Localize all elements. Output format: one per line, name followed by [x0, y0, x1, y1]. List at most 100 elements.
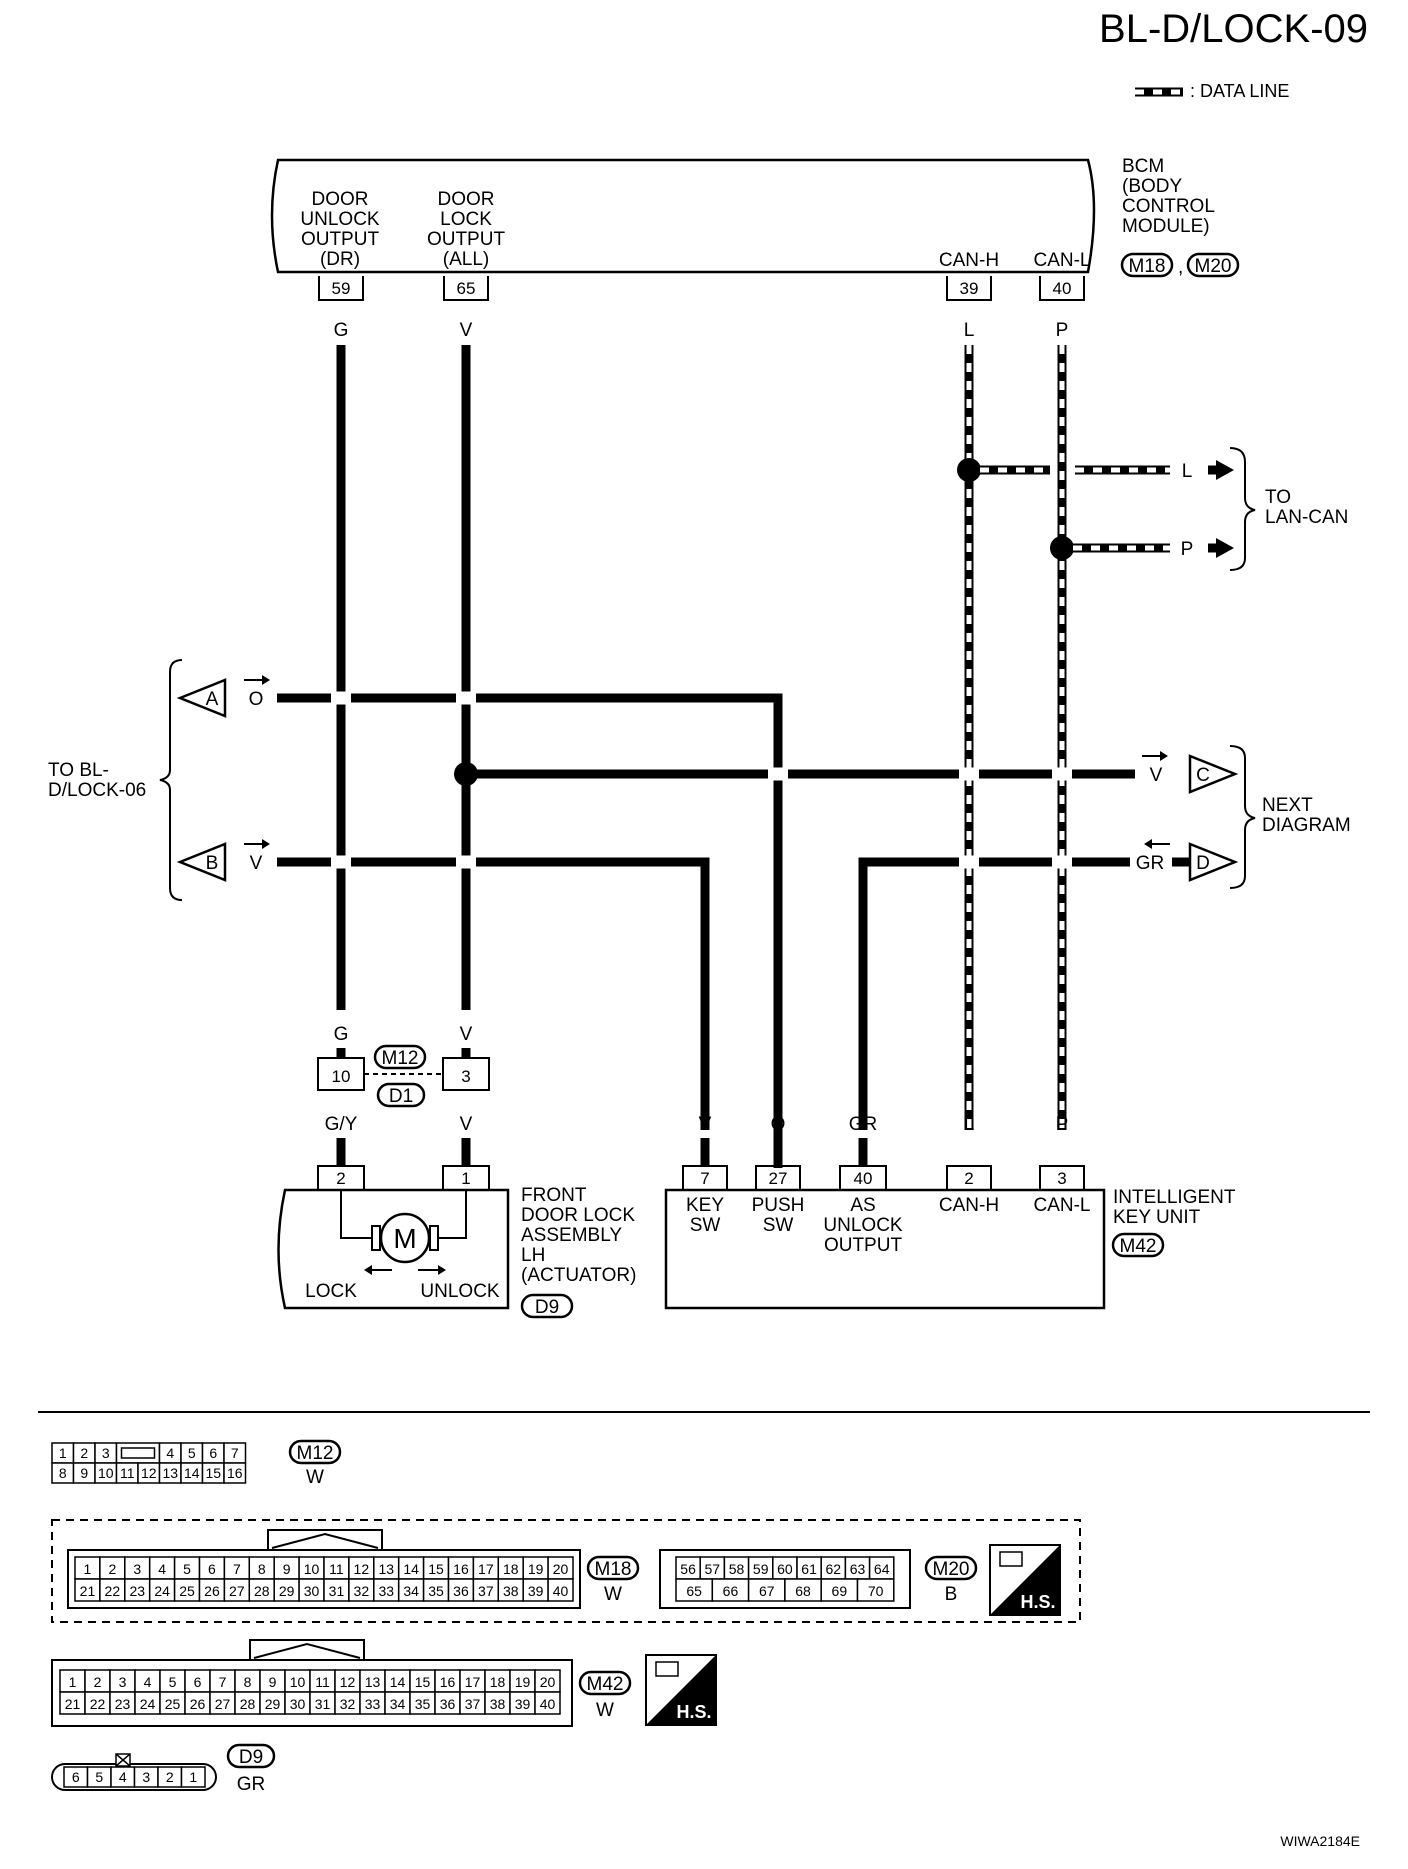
connector-cell: 3 [94, 1442, 118, 1464]
connector-cell: 38 [497, 1578, 524, 1602]
connector-cell-number: 10 [304, 1561, 320, 1577]
ref-wire: GR [1136, 853, 1165, 874]
connector-cell-number: 18 [503, 1561, 519, 1577]
connector-cell-number: 28 [240, 1696, 256, 1712]
connector-cell-number: 22 [90, 1696, 106, 1712]
connector-cell-number: 23 [115, 1696, 131, 1712]
connector-cell: 4 [110, 1766, 136, 1788]
connector-cell-number: 19 [528, 1561, 544, 1577]
connector-cell-number: 20 [540, 1674, 556, 1690]
name-line: FRONT [521, 1185, 587, 1206]
connector-cell-number: 11 [329, 1561, 344, 1577]
conn-view-m12-color: W [306, 1467, 324, 1488]
connector-cell-number: 16 [227, 1465, 243, 1481]
bcm-terminal-65-label: DOOR LOCK OUTPUT (ALL) [427, 189, 506, 270]
connector-cell: 32 [348, 1578, 375, 1602]
connector-cell-number: 29 [265, 1696, 281, 1712]
bcm-name-line: BCM [1122, 156, 1164, 177]
label-line: (DR) [320, 249, 360, 270]
m18-lock-tab [267, 1529, 383, 1550]
iku-terminal-2: L 2 CAN-H [939, 1114, 999, 1216]
connector-cell: 69 [820, 1578, 859, 1602]
connector-cell-number: 10 [98, 1465, 114, 1481]
connector-cell: 4 [148, 1556, 176, 1580]
wire-color-label: P [1056, 320, 1069, 341]
connector-cell: 31 [323, 1578, 350, 1602]
connector-cell-number: 14 [390, 1674, 406, 1690]
bcm-pin-40: 40 [1039, 276, 1085, 301]
connector-cell-number: 66 [723, 1583, 739, 1599]
connector-cell: 36 [434, 1691, 461, 1715]
bcm-terminal-59-label: DOOR UNLOCK OUTPUT (DR) [300, 189, 380, 270]
unlock-arrow-head [438, 1265, 446, 1275]
connector-cell-number: 23 [129, 1583, 145, 1599]
wire-color-label: G/Y [325, 1114, 358, 1135]
connector-cell-number: 26 [190, 1696, 206, 1712]
actuator-pin-2: 2 [317, 1165, 365, 1190]
connector-cell: 22 [99, 1578, 126, 1602]
label-line: SW [763, 1215, 794, 1236]
conn-view-m18-color: W [604, 1584, 622, 1605]
connector-cell: 5 [159, 1669, 186, 1693]
wire-gr-to-d [858, 855, 1130, 1130]
connector-cell-number: 34 [403, 1583, 419, 1599]
bcm-pin-59: 59 [318, 276, 364, 301]
bcm-pin-65: 65 [443, 276, 489, 301]
wire-v-to-c [454, 762, 1135, 786]
connector-cell [115, 1442, 161, 1464]
connector-cell-number: 5 [95, 1769, 103, 1785]
connector-cell-number: 6 [72, 1769, 80, 1785]
lan-can-wire-l: L [1182, 461, 1193, 482]
wire-color-label: V [460, 1024, 473, 1045]
motor-symbol: M [393, 1223, 416, 1254]
name-line: DOOR LOCK [521, 1205, 635, 1226]
iku-terminal-3: P 3 CAN-L [1033, 1114, 1090, 1216]
connector-cell-number: 21 [65, 1696, 81, 1712]
wire-o-to-a [277, 691, 783, 1168]
lock-arrow-head [364, 1265, 372, 1275]
connector-cell-number: 25 [179, 1583, 195, 1599]
connector-badge-m20-view [924, 1555, 978, 1581]
connector-cell: 26 [198, 1578, 226, 1602]
connector-cell-number: 17 [478, 1561, 494, 1577]
connector-cell: 18 [497, 1556, 524, 1580]
connector-cell-number: 39 [528, 1583, 544, 1599]
bcm-pin-39: 39 [946, 276, 992, 301]
ref-id: B [206, 853, 219, 874]
ref-id: D [1196, 853, 1210, 874]
joint-pin-10: 10 [317, 1057, 365, 1091]
name-line: ASSEMBLY [521, 1225, 622, 1246]
pin-number: 59 [332, 279, 351, 298]
connector-cell-number: 32 [354, 1583, 370, 1599]
actuator-pin-1: 1 [442, 1165, 490, 1190]
connector-cell: 28 [234, 1691, 261, 1715]
name-line: LH [521, 1245, 545, 1266]
connector-cell-number: 13 [162, 1465, 178, 1481]
connector-badge-d1 [376, 1082, 426, 1108]
connector-cell-number: 2 [166, 1769, 174, 1785]
connector-cell: 5 [86, 1766, 112, 1788]
connector-cell: 40 [534, 1691, 561, 1715]
connector-cell: 15 [409, 1669, 436, 1693]
connector-cell-number: 21 [80, 1583, 96, 1599]
connector-cell: 27 [209, 1691, 236, 1715]
connector-cell: 8 [234, 1669, 261, 1693]
connector-cell: 64 [868, 1556, 895, 1580]
connector-cell: 39 [522, 1578, 549, 1602]
joint-connector-m12: M12 [382, 1048, 419, 1069]
pin-number: 3 [1057, 1169, 1066, 1188]
connector-cell-number: 32 [340, 1696, 356, 1712]
bcm-connector-sep: , [1178, 257, 1183, 278]
connector-cell: 62 [820, 1556, 847, 1580]
m18-housing [67, 1549, 581, 1609]
m18-lock-tab-roof [271, 1532, 379, 1549]
figure-code: WIWA2184E [1280, 1833, 1360, 1849]
connector-cell: 26 [184, 1691, 211, 1715]
connector-cell: 35 [409, 1691, 436, 1715]
connector-cell: 10 [94, 1462, 118, 1484]
connector-cell-number: 4 [144, 1674, 152, 1690]
connector-cell: 67 [747, 1578, 786, 1602]
connector-cell: 61 [796, 1556, 822, 1580]
connector-cell: 13 [373, 1556, 400, 1580]
connector-cell: 5 [173, 1556, 201, 1580]
